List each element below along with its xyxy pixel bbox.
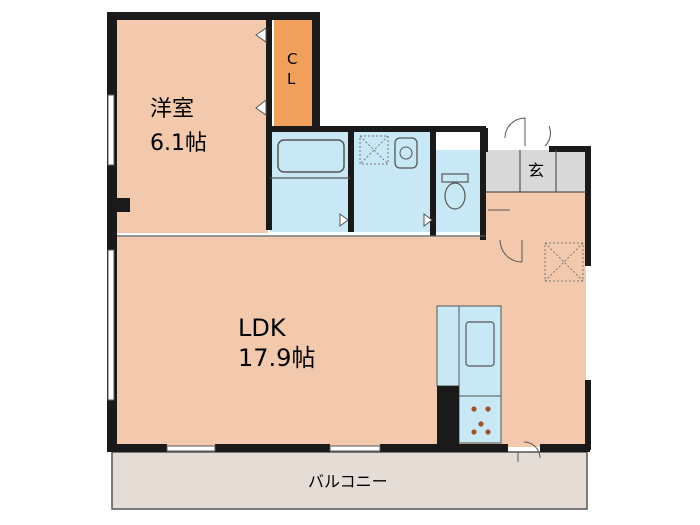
entrance-label: 玄 [528,161,544,180]
toilet-tank [441,173,469,183]
entrance-hall-floor [486,192,586,240]
bathtub [277,139,345,173]
western-room-size: 6.1帖 [150,131,207,156]
closet-label-line1: C [287,50,297,68]
ldk-size: 17.9帖 [238,344,315,372]
toilet-bowl [444,182,466,210]
storage-space [544,242,584,282]
closet-label-line2: L [287,70,296,88]
balcony [111,451,588,510]
stove-burner-4 [471,429,477,435]
kitchen-sink [465,321,495,367]
western-room-name: 洋室 [150,97,194,122]
kitchen-counter [436,305,460,387]
western-room-floor [112,18,268,233]
stove-burner-5 [485,429,491,435]
stove-burner-1 [471,406,477,412]
kitchen-stove [458,395,502,444]
closet-floor [274,18,312,126]
balcony-label: バルコニー [308,472,388,491]
ldk-floor [116,237,586,447]
stove-burner-2 [485,406,491,412]
washroom-floor [354,130,430,232]
stove-burner-3 [478,421,484,427]
washing-machine-space [359,135,389,165]
entrance-floor [486,150,586,192]
wash-basin [394,137,418,169]
ldk-name: LDK [238,314,287,342]
